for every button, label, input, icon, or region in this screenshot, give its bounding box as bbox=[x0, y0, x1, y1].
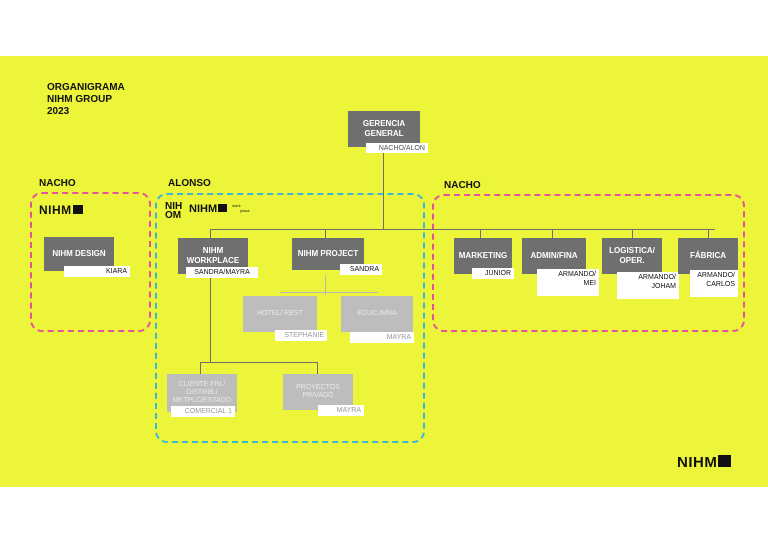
node-nihm-design: NIHM DESIGN bbox=[44, 237, 114, 271]
connector-line bbox=[480, 229, 481, 239]
node-gerencia-general: GERENCIA GENERAL bbox=[348, 111, 420, 147]
connector-line bbox=[317, 362, 318, 374]
logo-subtext: work bbox=[232, 203, 241, 208]
node-person: SANDRA/MAYRA bbox=[186, 267, 258, 278]
node-admin-fina: ADMIN/FINA bbox=[522, 238, 586, 274]
title-line: NIHM GROUP bbox=[47, 94, 112, 105]
logo-text: NIHM bbox=[39, 203, 72, 217]
node-person: MAYRA bbox=[318, 405, 364, 416]
node-logistica-oper: LOGISTICA/ OPER. bbox=[602, 238, 662, 274]
nihm-logo-footer: NIHM bbox=[677, 454, 732, 471]
chart-title: ORGANIGRAMA NIHM GROUP 2023 bbox=[47, 82, 125, 118]
group-label-center: ALONSO bbox=[168, 178, 211, 189]
logo-text: NIH bbox=[165, 201, 183, 212]
connector-line bbox=[200, 362, 201, 374]
group-label-left: NACHO bbox=[39, 178, 76, 189]
connector-line bbox=[632, 229, 633, 239]
logo-square-icon bbox=[718, 455, 732, 467]
connector-line bbox=[325, 275, 326, 295]
logo-text: NIHM bbox=[189, 203, 218, 215]
logo-square-icon bbox=[72, 205, 83, 214]
logo-subtext: place bbox=[240, 208, 250, 213]
connector-line bbox=[383, 147, 384, 230]
nihm-om-logo: NIH OM bbox=[165, 201, 183, 221]
connector-line bbox=[200, 362, 318, 363]
group-box-design bbox=[30, 192, 151, 332]
node-person: MAYRA bbox=[350, 332, 414, 343]
group-box-operations bbox=[432, 194, 745, 332]
connector-line bbox=[552, 229, 553, 239]
nihm-logo-design: NIHM bbox=[39, 203, 83, 217]
title-line: 2023 bbox=[47, 106, 70, 117]
logo-square-icon bbox=[218, 204, 228, 212]
node-proyectos-privado: PROYECTOS PRIVADO bbox=[283, 374, 353, 410]
node-person: STEPHANIE bbox=[275, 330, 327, 341]
nihm-workplace-logo: NIHM work place bbox=[189, 203, 250, 215]
connector-line bbox=[708, 229, 709, 239]
connector-line bbox=[325, 229, 326, 239]
group-label-right: NACHO bbox=[444, 180, 481, 191]
node-fabrica: FÁBRICA bbox=[678, 238, 738, 274]
node-person: ARMANDO/ MEI bbox=[537, 269, 599, 296]
connector-line bbox=[210, 229, 715, 230]
node-person: JUNIOR bbox=[472, 268, 514, 279]
logo-text: NIHM bbox=[677, 454, 718, 471]
node-cliente-fin: CLIENTE FIN./ DISTRIB./ MKTPLC/ESTADO bbox=[167, 374, 237, 412]
group-box-alonso bbox=[155, 193, 425, 443]
node-person: KIARA bbox=[64, 266, 130, 277]
connector-line bbox=[210, 229, 211, 239]
node-person: COMERCIAL 1 bbox=[171, 406, 235, 417]
node-person: NACHO/ALON bbox=[366, 143, 428, 153]
connector-line bbox=[280, 292, 378, 293]
title-line: ORGANIGRAMA bbox=[47, 82, 125, 93]
logo-text: OM bbox=[165, 210, 182, 221]
node-person: SANDRA bbox=[340, 264, 382, 275]
connector-line bbox=[210, 275, 211, 363]
node-hotel-rest: HOTEL/ REST bbox=[243, 296, 317, 332]
node-person: ARMANDO/ CARLOS bbox=[690, 270, 738, 297]
node-person: ARMANDO/ JOHAM bbox=[617, 272, 679, 299]
node-educ-mna: EDUC./MNA bbox=[341, 296, 413, 332]
